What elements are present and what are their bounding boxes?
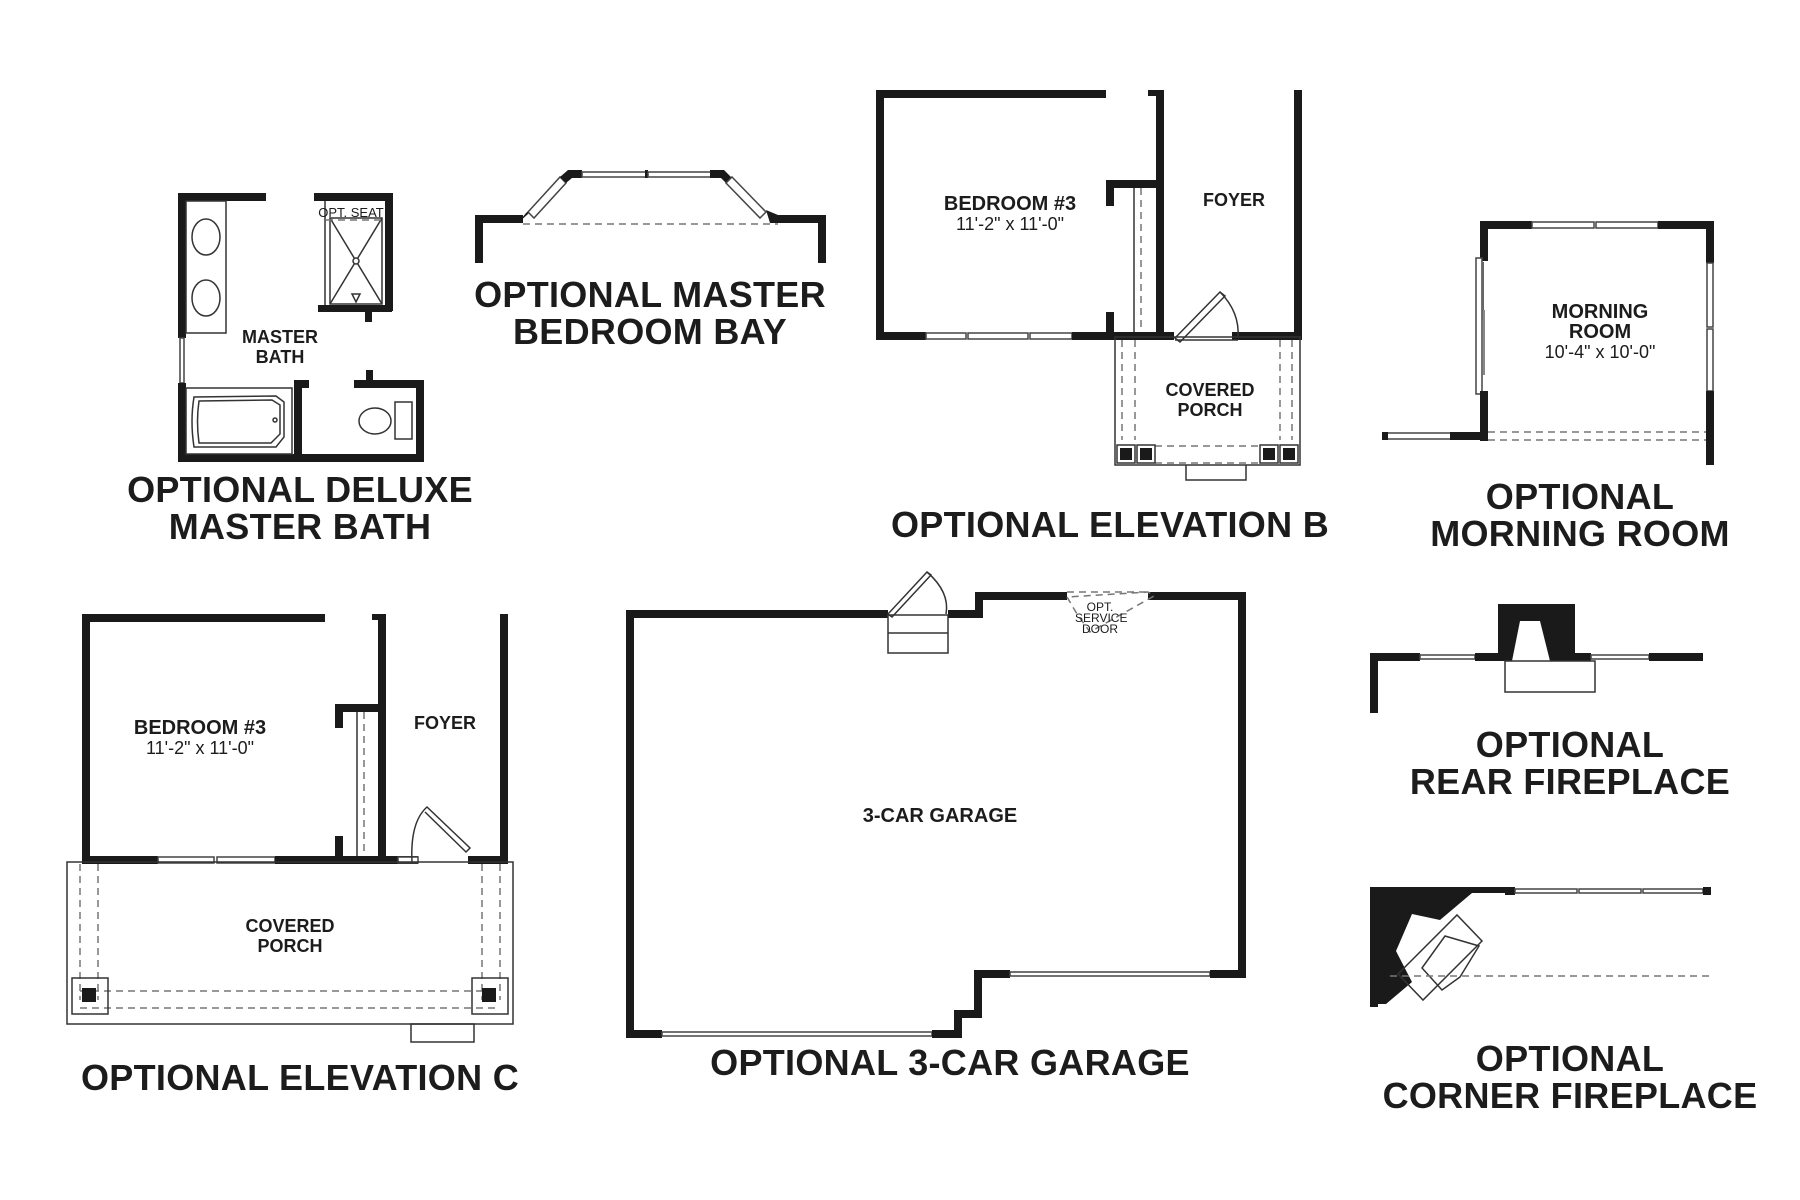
elevation-b-plan [876,90,1302,481]
caption-text: OPTIONAL ELEVATION B [890,504,1330,545]
rear-fireplace-plan [1370,604,1703,713]
porch-line1: COVERED [1165,380,1255,400]
foyer-text: FOYER [1202,190,1265,210]
rear-fireplace-panel: OPTIONAL REAR FIREPLACE [1360,600,1800,810]
corner-fireplace-panel: OPTIONAL CORNER FIREPLACE [1360,880,1800,1130]
elevation-c-bedroom-label: BEDROOM #3 11'-2" x 11'-0" [110,718,290,758]
bedroom-dimensions: 11'-2" x 11'-0" [955,214,1065,234]
opt-seat-note: OPT. SEAT [315,206,387,219]
elevation-c-foyer-label: FOYER [390,713,500,733]
morning-room-panel: MORNING ROOM 10'-4" x 10'-0" OPTIONAL MO… [1380,210,1780,552]
three-car-garage-label: 3-CAR GARAGE [800,806,1080,826]
bedroom-name: BEDROOM #3 [133,717,267,739]
master-bath-label: MASTER BATH [210,327,350,367]
elevation-b-foyer-label: FOYER [1174,190,1294,210]
caption-line1: OPTIONAL [1475,724,1665,765]
deluxe-master-bath-panel: OPT. SEAT MASTER BATH OPTIONAL DELUXE MA… [0,0,500,560]
caption-line2: BEDROOM BAY [512,311,787,352]
porch-line1: COVERED [245,916,335,936]
garage-label-text: 3-CAR GARAGE [862,805,1018,827]
caption-line2: MASTER BATH [168,506,432,547]
elevation-b-caption: OPTIONAL ELEVATION B [860,506,1360,543]
master-bedroom-bay-caption: OPTIONAL MASTER BEDROOM BAY [440,276,860,350]
caption-line1: OPTIONAL MASTER [474,274,826,315]
opt-service-door-note: OPT. SERVICE DOOR [1075,600,1128,636]
corner-fireplace-plan [1370,887,1711,1007]
elevation-c-panel: BEDROOM #3 11'-2" x 11'-0" FOYER COVERED… [60,600,560,1100]
note-line3: DOOR [1082,622,1118,636]
morning-room-label: MORNING ROOM 10'-4" x 10'-0" [1530,302,1670,362]
caption-line2: CORNER FIREPLACE [1382,1075,1758,1116]
morning-room-plan [1382,221,1714,465]
master-bedroom-bay-panel: OPTIONAL MASTER BEDROOM BAY [440,160,860,360]
three-car-garage-panel: OPT. SERVICE DOOR 3-CAR GARAGE OPTIONAL … [620,570,1280,1130]
opt-seat-text: OPT. SEAT [318,205,384,220]
corner-fireplace-caption: OPTIONAL CORNER FIREPLACE [1340,1040,1800,1114]
bedroom-dimensions: 11'-2" x 11'-0" [145,738,255,758]
caption-line2: MORNING ROOM [1430,513,1730,554]
porch-line2: PORCH [1177,400,1243,420]
caption-text: OPTIONAL ELEVATION C [80,1057,520,1098]
bedroom-name: BEDROOM #3 [943,193,1077,215]
caption-line2: REAR FIREPLACE [1409,761,1731,802]
deluxe-master-bath-caption: OPTIONAL DELUXE MASTER BATH [100,471,500,545]
elevation-b-panel: BEDROOM #3 11'-2" x 11'-0" FOYER COVERED… [860,80,1360,550]
master-bath-label-line2: BATH [255,347,305,367]
morning-room-dimensions: 10'-4" x 10'-0" [1544,342,1656,362]
caption-text: OPTIONAL 3-CAR GARAGE [710,1042,1190,1083]
three-car-garage-caption: OPTIONAL 3-CAR GARAGE [620,1044,1280,1081]
morning-room-line2: ROOM [1568,321,1632,343]
elevation-c-plan [66,614,514,1043]
deluxe-master-bath-plan [178,193,424,462]
elevation-c-porch-label: COVERED PORCH [230,916,350,956]
note-line2: SERVICE [1075,611,1128,625]
porch-line2: PORCH [257,936,323,956]
caption-line1: OPTIONAL [1485,476,1675,517]
master-bedroom-bay-plan [475,170,826,263]
elevation-c-caption: OPTIONAL ELEVATION C [60,1059,540,1096]
master-bath-label-line1: MASTER [242,327,318,347]
caption-line1: OPTIONAL [1475,1038,1665,1079]
elevation-b-porch-label: COVERED PORCH [1150,380,1270,420]
morning-room-line1: MORNING [1551,301,1649,323]
morning-room-caption: OPTIONAL MORNING ROOM [1380,478,1780,552]
foyer-text: FOYER [413,713,476,733]
three-car-garage-plan [626,570,1246,1038]
note-line1: OPT. [1086,600,1114,614]
elevation-b-bedroom-label: BEDROOM #3 11'-2" x 11'-0" [920,194,1100,234]
caption-line1: OPTIONAL DELUXE [127,469,473,510]
rear-fireplace-caption: OPTIONAL REAR FIREPLACE [1340,726,1800,800]
